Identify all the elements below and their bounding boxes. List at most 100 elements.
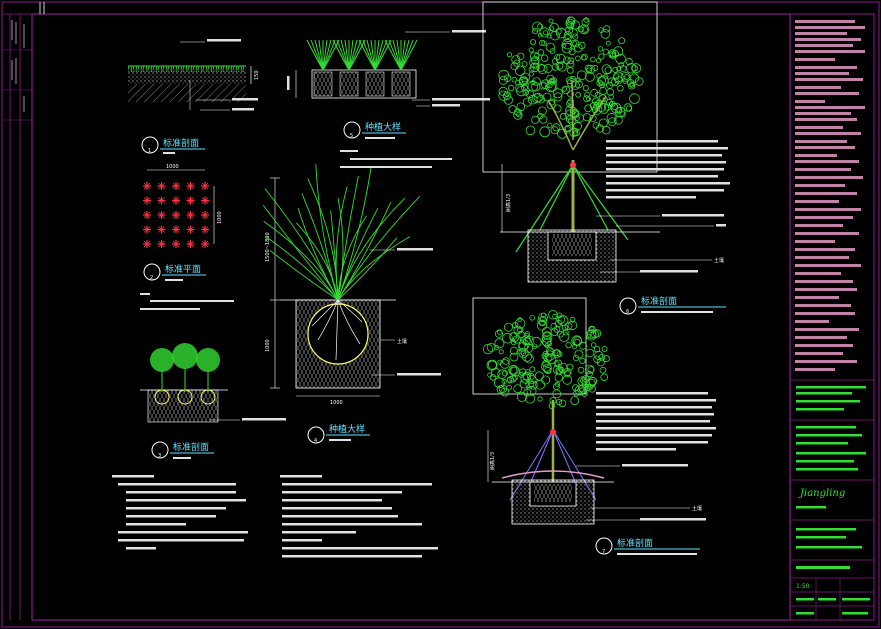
plan-marker	[157, 240, 166, 248]
plan-marker	[172, 240, 180, 248]
detail-1-lawn-section[interactable]: 150 1 标准剖面	[128, 39, 260, 154]
canopy-leaf	[592, 122, 600, 129]
canopy-leaf	[564, 126, 571, 132]
canopy-leaf	[600, 29, 611, 39]
canopy-leaf	[586, 333, 592, 339]
canopy-leaf	[574, 349, 584, 359]
detail-3-number: 3	[158, 453, 161, 459]
canopy-leaf	[561, 42, 567, 48]
canopy-leaf	[546, 348, 555, 357]
canopy-leaf	[528, 47, 534, 53]
canopy-leaf	[513, 110, 523, 120]
detail-3-shrub-section[interactable]: 3 标准剖面	[140, 343, 286, 459]
canopy-leaf	[527, 374, 537, 384]
canopy-leaf	[577, 366, 585, 374]
canopy-leaf	[545, 42, 555, 52]
canopy-leaf	[514, 108, 522, 116]
plan-marker	[172, 196, 180, 205]
canopy-leaf	[508, 364, 519, 376]
canopy-leaf	[559, 112, 567, 120]
canopy-leaf	[556, 315, 566, 325]
grass-blade	[400, 39, 418, 71]
dim-lawn-depth: 150	[254, 70, 260, 80]
dim-grid-width: 1000	[166, 164, 179, 170]
canopy-leaf	[580, 377, 587, 384]
canopy-leaf	[498, 349, 504, 355]
canopy-leaf	[555, 381, 561, 387]
canopy-leaf	[569, 128, 578, 137]
canopy-leaf	[579, 341, 587, 350]
canopy-leaf	[537, 396, 543, 402]
canopy-leaf	[529, 62, 540, 73]
canopy-leaf	[568, 102, 575, 109]
grass-blade	[392, 39, 402, 71]
canopy-leaf	[568, 48, 576, 56]
canopy-leaf	[569, 316, 576, 323]
plan-marker	[172, 211, 180, 219]
canopy-leaf	[557, 128, 568, 139]
canopy-leaf	[570, 396, 580, 406]
canopy-leaf	[581, 18, 590, 27]
canopy-leaf	[601, 64, 612, 75]
canopy-leaf	[615, 53, 626, 65]
canopy-leaf	[482, 343, 494, 355]
detail-5-number-circle	[343, 121, 361, 139]
canopy-leaf	[541, 353, 548, 360]
canopy-leaf	[631, 65, 638, 72]
canopy-leaf	[549, 22, 559, 33]
detail-6-number: 6	[626, 309, 629, 315]
plan-marker	[157, 182, 166, 190]
detail-2-planting-plan[interactable]: 1000 1000 2 标准平面	[140, 164, 234, 310]
canopy-leaf	[528, 71, 534, 77]
detail-6-tree-section[interactable]: 树高1/3 土壤 6 标准剖面	[482, 1, 730, 315]
detail-5-number: 5	[350, 133, 353, 139]
detail-5-grass-planting[interactable]: 5 种植大样	[287, 30, 490, 168]
canopy-leaf	[625, 57, 633, 66]
canopy-leaf	[542, 326, 552, 337]
canopy-leaf	[550, 30, 560, 41]
plan-marker	[157, 196, 166, 205]
canopy-leaf	[582, 375, 590, 383]
detail-1-number: 1	[148, 148, 151, 154]
plan-marker	[143, 182, 151, 190]
canopy-leaf	[581, 390, 588, 397]
detail-4-shrub-planting[interactable]: 1500~1800 1000 1000 土壤 4 种植大样	[262, 164, 441, 444]
canopy-leaf	[583, 95, 590, 103]
detail-7-small-tree-section[interactable]: 树高1/3 土壤 7 标准剖面	[472, 297, 716, 555]
canopy-leaf	[519, 76, 528, 85]
canopy-leaf	[569, 107, 577, 115]
canopy-leaf	[524, 331, 531, 337]
canopy-leaf	[537, 64, 548, 75]
canopy-leaf	[588, 376, 597, 386]
canopy-leaf	[494, 338, 505, 349]
canopy-leaf	[509, 332, 520, 343]
canopy-leaf	[575, 91, 582, 98]
canopy-leaf	[518, 341, 528, 352]
canopy-leaf	[529, 314, 535, 321]
canopy-leaf	[571, 344, 578, 350]
canopy-leaf	[581, 26, 588, 33]
plan-marker	[172, 182, 180, 190]
canopy-leaf	[567, 117, 576, 126]
canopy-leaf	[487, 360, 497, 370]
canopy-leaf	[516, 111, 522, 118]
canopy-leaf	[615, 107, 623, 114]
canopy-leaf	[498, 76, 508, 85]
canopy-leaf	[629, 73, 640, 83]
canopy-leaf	[573, 338, 581, 346]
canopy-leaf	[552, 88, 563, 99]
canopy-leaf	[553, 92, 563, 102]
canopy-leaf	[540, 54, 549, 62]
canopy-leaf	[503, 322, 513, 332]
canopy-leaf	[586, 329, 597, 339]
canopy-leaf	[608, 49, 617, 58]
canopy-leaf	[539, 126, 551, 138]
canopy-leaf	[594, 350, 604, 360]
plan-marker	[186, 196, 195, 205]
canopy-leaf	[629, 93, 640, 104]
canopy-leaf	[539, 319, 546, 326]
canopy-leaf	[566, 66, 574, 74]
detail-2-title: 标准平面	[165, 263, 201, 275]
